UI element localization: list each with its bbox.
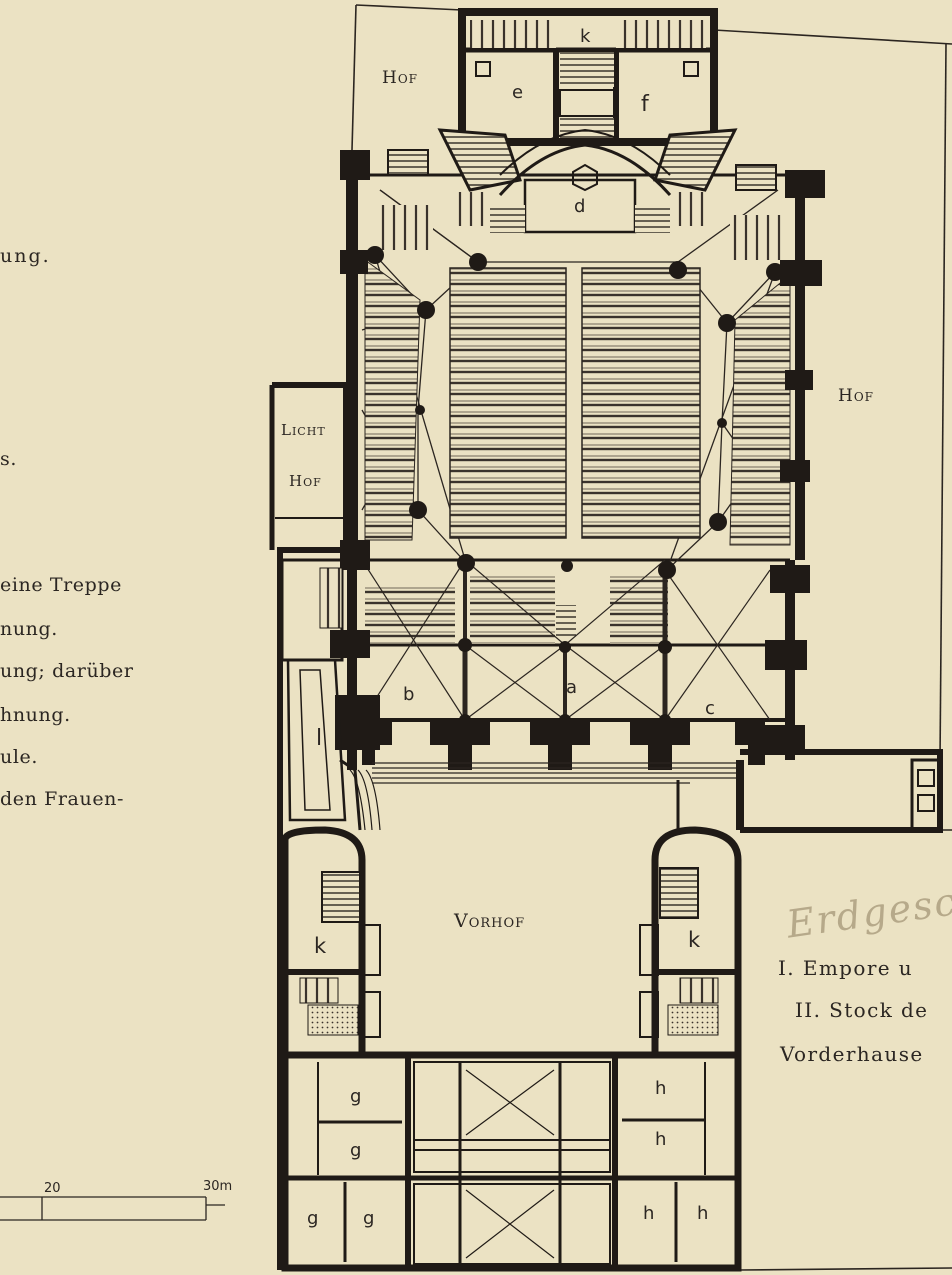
front-house xyxy=(281,1051,742,1272)
label-lichthof-line2: Hof xyxy=(289,472,322,490)
legend-line-1: I. Empore u xyxy=(778,956,914,980)
room-g4: g xyxy=(363,1208,375,1229)
margin-line-3: eine Treppe xyxy=(0,574,123,596)
scale-label-30: 30m xyxy=(203,1179,233,1194)
margin-line-6: hnung. xyxy=(0,704,71,726)
room-b: b xyxy=(403,684,415,705)
room-g1: g xyxy=(350,1086,362,1107)
vorhof xyxy=(281,826,742,1268)
margin-line-5: ung; darüber xyxy=(0,660,134,682)
legend-line-3: Vorderhause xyxy=(780,1042,924,1066)
scale-label-20: 20 xyxy=(44,1181,61,1196)
room-g3: g xyxy=(307,1208,319,1229)
room-a: a xyxy=(566,677,578,698)
nave-pews xyxy=(364,205,791,644)
legend-line-2: II. Stock de xyxy=(795,998,929,1022)
entrance-steps xyxy=(372,762,740,784)
label-lichthof-line1: Licht xyxy=(281,421,326,439)
room-k-right: k xyxy=(688,928,701,952)
label-vorhof: Vorhof xyxy=(454,910,526,932)
room-l: l xyxy=(316,726,323,751)
chancel-area xyxy=(387,128,777,234)
margin-line-4: nung. xyxy=(0,618,58,640)
columns xyxy=(366,246,784,726)
room-h1: h xyxy=(655,1078,667,1099)
label-hof-right: Hof xyxy=(838,386,874,406)
scale-bar xyxy=(0,1196,225,1221)
room-k-left: k xyxy=(314,934,327,958)
room-h2: h xyxy=(655,1129,667,1150)
narthex-vaults xyxy=(361,559,771,721)
label-hof-top: Hof xyxy=(382,68,418,88)
room-d: d xyxy=(574,196,586,217)
margin-line-2: s. xyxy=(0,448,17,470)
room-h4: h xyxy=(697,1203,709,1224)
lichthof-wing xyxy=(269,382,381,1270)
room-f: f xyxy=(641,92,649,117)
right-wing xyxy=(676,749,943,833)
margin-line-8: den Frauen- xyxy=(0,788,125,810)
room-k-top: k xyxy=(580,26,591,47)
margin-line-7: ule. xyxy=(0,746,38,768)
room-h3: h xyxy=(643,1203,655,1224)
room-g2: g xyxy=(350,1140,362,1161)
margin-line-1: ung. xyxy=(0,245,51,267)
room-e: e xyxy=(512,82,524,103)
room-c: c xyxy=(705,698,715,719)
